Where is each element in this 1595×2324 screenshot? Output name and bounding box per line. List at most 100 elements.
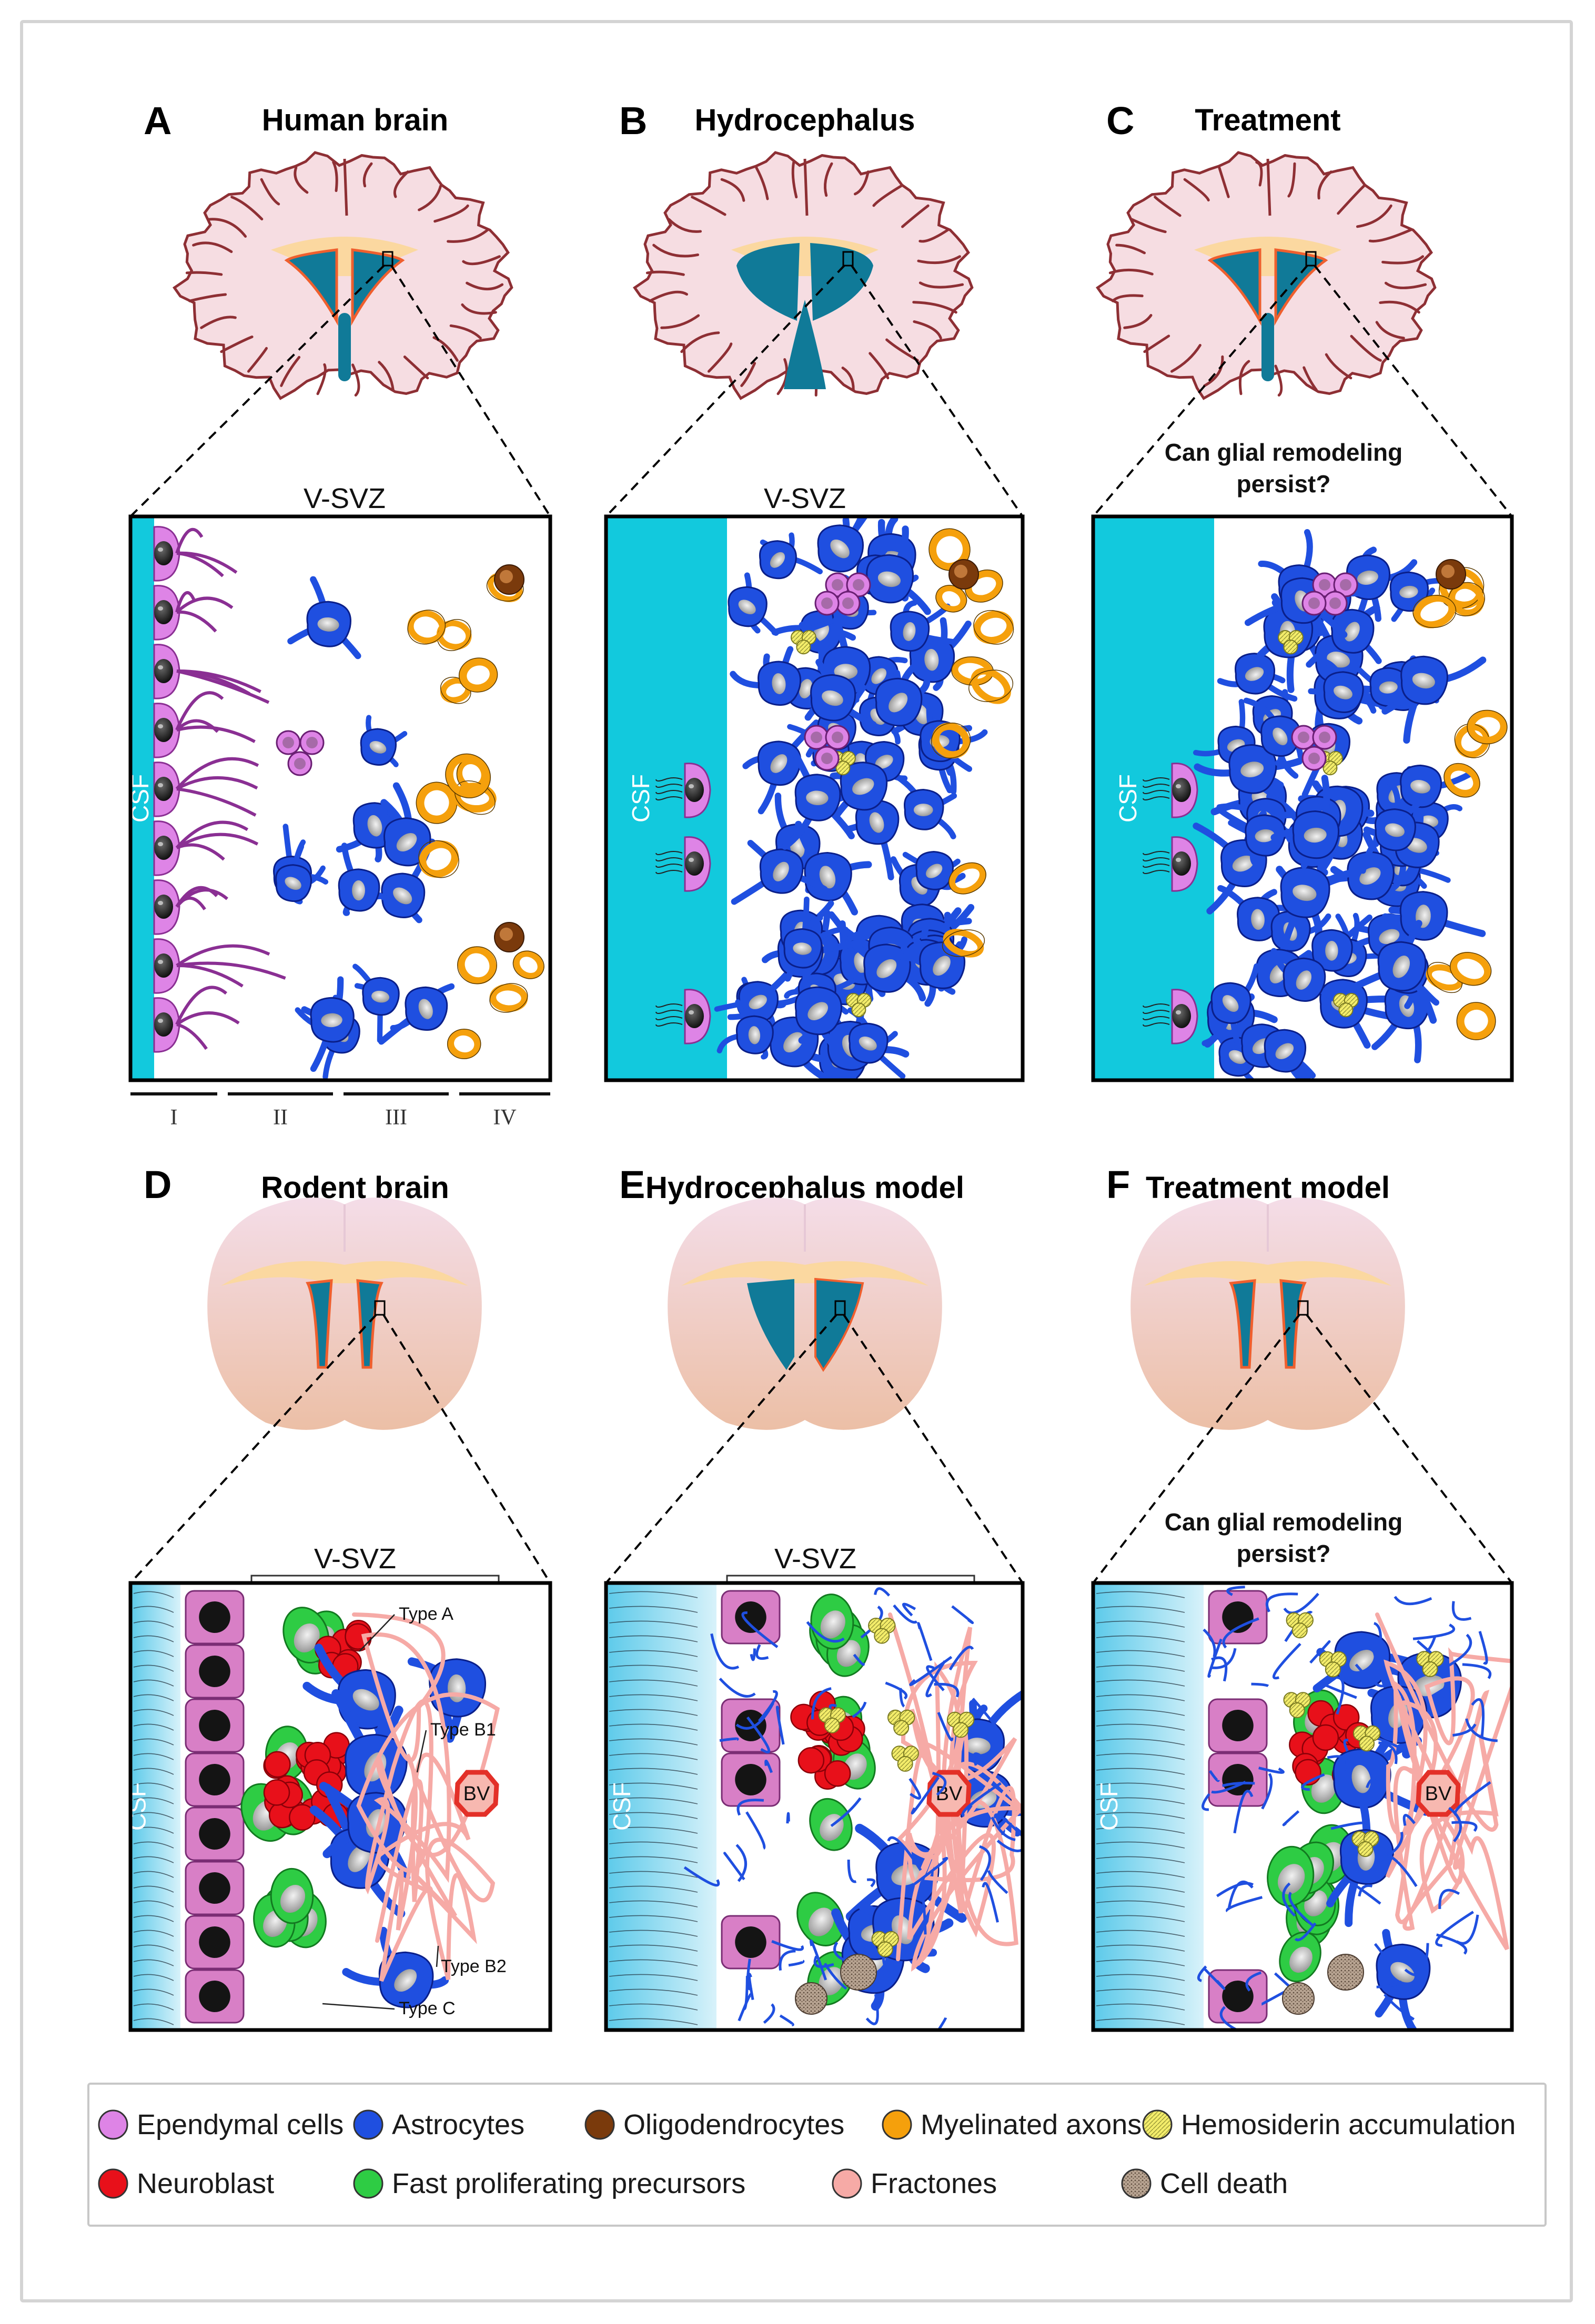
astrocyte-process <box>683 1866 720 1887</box>
gyrus-line <box>1108 268 1154 276</box>
astrocyte-process <box>1462 1663 1492 1679</box>
gyrus-line <box>378 361 395 391</box>
zoom-box-border <box>128 1581 552 2032</box>
cilium <box>609 1812 698 1819</box>
astrocyte-process <box>917 1622 933 1661</box>
axon-outline <box>489 983 528 1013</box>
cilium <box>1096 1650 1185 1657</box>
nucleus-highlight <box>689 1010 694 1014</box>
cilium <box>133 1974 174 1981</box>
astrocyte-nucleus <box>1273 727 1288 746</box>
astrocyte-nucleus <box>933 956 951 976</box>
astrocyte-process <box>852 1701 867 1718</box>
lateral-ventricle-left <box>284 248 338 326</box>
zoom-line-left <box>1092 1314 1300 1584</box>
gyrus-line <box>362 162 373 188</box>
gyrus-line <box>872 185 903 207</box>
myelinated-axon <box>447 1029 481 1059</box>
myelinated-axon <box>416 782 457 824</box>
csf-label: CSF <box>1095 1782 1123 1831</box>
cilium <box>1096 1885 1185 1893</box>
astrocyte-process <box>1330 1821 1369 1830</box>
ependymal-nucleus <box>199 1601 230 1633</box>
axon-outline <box>1456 1002 1496 1040</box>
astrocyte-process <box>866 1878 876 1887</box>
csf-space <box>130 516 154 1080</box>
cilium <box>133 1782 174 1790</box>
astrocyte-nucleus <box>913 804 933 817</box>
ependymal-process <box>176 776 258 790</box>
panel-letter: C <box>1106 99 1134 143</box>
lateral-ventricle-left <box>736 243 800 321</box>
cilium <box>1096 2003 1185 2011</box>
astrocyte-process <box>1227 1880 1254 1908</box>
ependymal-nucleus <box>199 1710 230 1741</box>
ependymal-process <box>176 1023 208 1050</box>
gyrus-line <box>918 228 950 243</box>
cilium <box>133 1900 174 1907</box>
cilium <box>1096 1723 1185 1731</box>
precursor-nucleus <box>820 1610 845 1639</box>
gyrus-line <box>433 204 469 223</box>
astrocyte-nucleus <box>793 942 812 955</box>
zoom-box-border <box>1091 1581 1514 2032</box>
gyrus-line <box>393 170 409 198</box>
ependymal-nucleus <box>154 777 173 801</box>
cilium <box>655 1016 683 1020</box>
legend-label: Cell death <box>1160 2168 1288 2199</box>
legend-item: Neuroblast <box>98 2168 274 2199</box>
ependymal-process <box>176 669 250 695</box>
myelinated-axon <box>943 929 984 958</box>
cilium <box>609 1620 698 1628</box>
astrocyte-process <box>719 1737 739 1742</box>
astrocyte-process <box>982 1882 999 1923</box>
astrocyte-process <box>1294 1922 1317 1942</box>
astrocyte-nucleus <box>394 1969 417 1992</box>
hemosiderin-granule <box>835 760 851 776</box>
astrocyte-process <box>1283 1592 1319 1615</box>
astrocyte-process <box>1265 1592 1298 1612</box>
gyrus-line <box>645 270 685 276</box>
csf-space <box>606 1583 716 2030</box>
v-svz-label: V-SVZ <box>304 483 386 514</box>
hemosiderin-granule <box>1359 1736 1375 1752</box>
ependymal-process <box>175 691 224 731</box>
cilium <box>1143 777 1170 782</box>
myelinated-axon <box>513 950 544 979</box>
astrocyte-process <box>932 1772 947 1796</box>
precursor-nucleus <box>1277 1864 1305 1895</box>
nucleus-highlight <box>158 783 163 787</box>
astrocyte-process <box>1438 1889 1460 1909</box>
gyrus-line <box>791 161 798 199</box>
astrocyte-nucleus <box>1251 909 1265 930</box>
cell-type-label: Type C <box>399 1998 456 2018</box>
astrocyte-nucleus <box>1240 762 1264 777</box>
gyrus-line <box>823 162 833 197</box>
nucleus-highlight <box>158 842 163 846</box>
ependymal-nucleus <box>1172 778 1191 802</box>
cilium <box>655 870 683 874</box>
gyrus-line <box>1218 166 1230 198</box>
cilium <box>609 1841 698 1849</box>
astrocyte-nucleus <box>965 1738 991 1754</box>
astrocyte-process <box>1336 1676 1345 1715</box>
cilium <box>1096 1738 1185 1745</box>
astrocyte-process <box>1452 1723 1477 1737</box>
legend-item: Myelinated axons <box>882 2109 1142 2140</box>
gyrus-line <box>432 336 459 362</box>
cilium <box>609 1900 698 1907</box>
cilium <box>133 1797 174 1804</box>
ependymal-nucleus <box>199 1764 230 1795</box>
legend-swatch <box>1142 2109 1173 2140</box>
zoom-line-right <box>843 1314 1024 1584</box>
cilium <box>655 790 683 794</box>
astrocyte-process <box>887 1836 922 1871</box>
cilium <box>1096 1915 1185 1922</box>
cilium <box>133 1679 174 1687</box>
